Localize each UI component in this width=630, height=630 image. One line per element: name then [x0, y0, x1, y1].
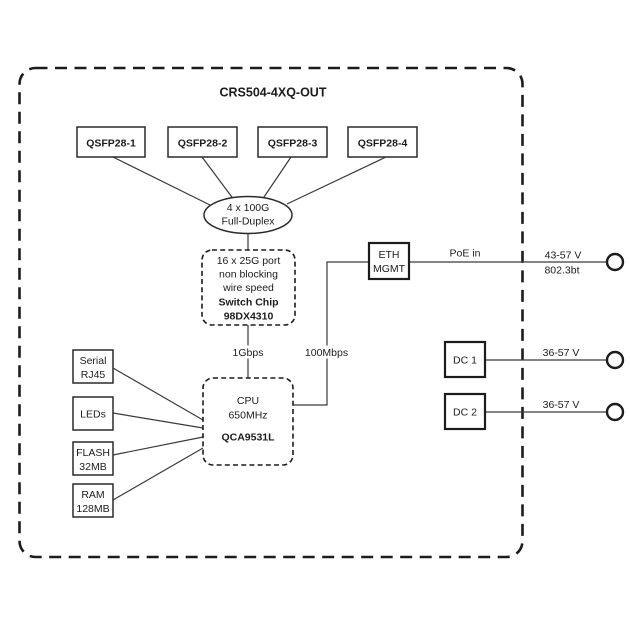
- qsfp28-3-box: QSFP28-3: [257, 126, 328, 158]
- cpu-mgmt-speed-label: 100Mbps: [301, 345, 352, 359]
- dc2-voltage-label: 36-57 V: [543, 399, 580, 411]
- svg-text:100Mbps: 100Mbps: [305, 347, 348, 359]
- cpu-line2: 650MHz: [228, 410, 267, 422]
- dc2-label: DC 2: [453, 407, 477, 419]
- cpu-ethmgmt-line: [293, 261, 369, 406]
- switch-chip-line2: non blocking: [219, 269, 278, 281]
- poe-standard-label: 802.3bt: [544, 265, 579, 277]
- serial-cpu-line: [112, 367, 204, 421]
- poe-voltage-label: 43-57 V: [545, 250, 582, 262]
- switch-cpu-speed-label: 1Gbps: [229, 345, 267, 359]
- ram-box: RAM 128MB: [72, 483, 114, 518]
- aggregate-bus-line1: 4 x 100G: [227, 202, 270, 214]
- serial-line2: RJ45: [81, 369, 106, 381]
- leds-box: LEDs: [72, 396, 114, 431]
- aggregate-bus-ellipse: 4 x 100G Full-Duplex: [203, 195, 293, 235]
- qsfp1-bus-line: [112, 156, 213, 207]
- ram-cpu-line: [112, 447, 204, 501]
- qsfp2-bus-line: [201, 156, 234, 199]
- qsfp28-1-box: QSFP28-1: [76, 126, 146, 158]
- device-enclosure-border: [18, 66, 524, 559]
- diagram-title: CRS504-4XQ-OUT: [220, 86, 327, 100]
- switch-chip-line4: Switch Chip: [218, 297, 278, 309]
- eth-mgmt-line2: MGMT: [373, 263, 406, 275]
- qsfp28-2-box: QSFP28-2: [167, 126, 238, 158]
- switch-chip-line3: wire speed: [222, 282, 274, 294]
- qsfp3-bus-line: [262, 156, 292, 199]
- ram-line1: RAM: [81, 489, 104, 501]
- qsfp28-2-label: QSFP28-2: [178, 138, 228, 150]
- dc1-label: DC 1: [453, 355, 477, 367]
- cpu-box: CPU 650MHz QCA9531L: [202, 377, 294, 466]
- serial-line1: Serial: [80, 355, 107, 367]
- eth-mgmt-line1: ETH: [379, 249, 400, 261]
- dc1-voltage-label: 36-57 V: [543, 347, 580, 359]
- qsfp28-3-label: QSFP28-3: [268, 138, 318, 150]
- switch-chip-line5: 98DX4310: [224, 311, 274, 323]
- aggregate-bus-line2: Full-Duplex: [221, 216, 275, 228]
- eth-mgmt-box: ETH MGMT: [367, 241, 411, 281]
- flash-box: FLASH 32MB: [72, 441, 114, 476]
- dc2-terminal-circle: [605, 402, 625, 422]
- switch-chip-box: 16 x 25G port non blocking wire speed Sw…: [201, 249, 296, 326]
- qsfp28-4-box: QSFP28-4: [347, 126, 418, 158]
- poe-in-label: PoE in: [450, 248, 481, 260]
- qsfp28-1-label: QSFP28-1: [86, 138, 136, 150]
- svg-text:1Gbps: 1Gbps: [233, 347, 264, 359]
- dc1-terminal-circle: [605, 350, 625, 370]
- qsfp4-bus-line: [286, 156, 387, 205]
- flash-line1: FLASH: [76, 447, 110, 459]
- qsfp28-4-label: QSFP28-4: [358, 138, 408, 150]
- cpu-line3: QCA9531L: [221, 432, 275, 444]
- flash-cpu-line: [112, 436, 204, 456]
- leds-cpu-line: [112, 412, 204, 429]
- leds-label: LEDs: [80, 409, 106, 421]
- dc1-box: DC 1: [443, 340, 487, 379]
- poe-terminal-circle: [605, 252, 625, 272]
- cpu-line1: CPU: [237, 395, 259, 407]
- dc2-box: DC 2: [443, 392, 487, 431]
- ram-line2: 128MB: [76, 503, 109, 515]
- flash-line2: 32MB: [79, 461, 106, 473]
- switch-chip-line1: 16 x 25G port: [217, 255, 281, 267]
- serial-box: Serial RJ45: [72, 349, 114, 384]
